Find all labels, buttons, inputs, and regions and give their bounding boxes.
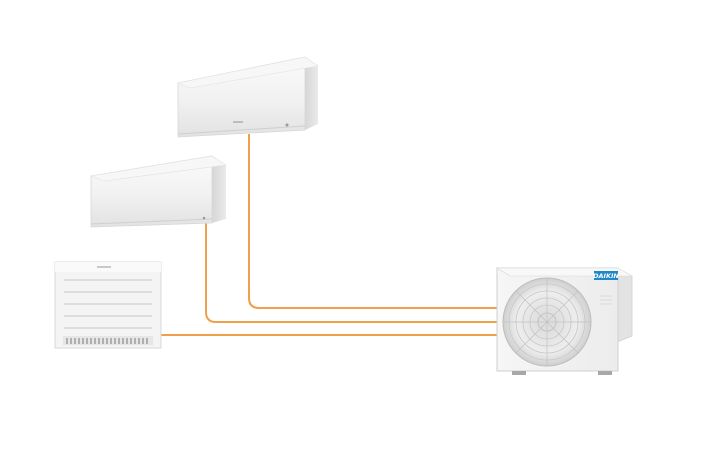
fan-grille	[502, 277, 592, 367]
brand-label: DAIKIN	[593, 272, 619, 280]
outdoor-unit: DAIKIN	[495, 267, 634, 375]
floor-console-unit	[54, 261, 162, 349]
wall-unit-lower	[89, 155, 227, 228]
refrigerant-pipes	[160, 134, 497, 336]
pipe-middle-unit	[205, 222, 497, 323]
wall-unit-upper	[176, 56, 319, 138]
pipe-upper-unit	[248, 134, 497, 309]
daikin-logo: DAIKIN	[593, 271, 619, 280]
